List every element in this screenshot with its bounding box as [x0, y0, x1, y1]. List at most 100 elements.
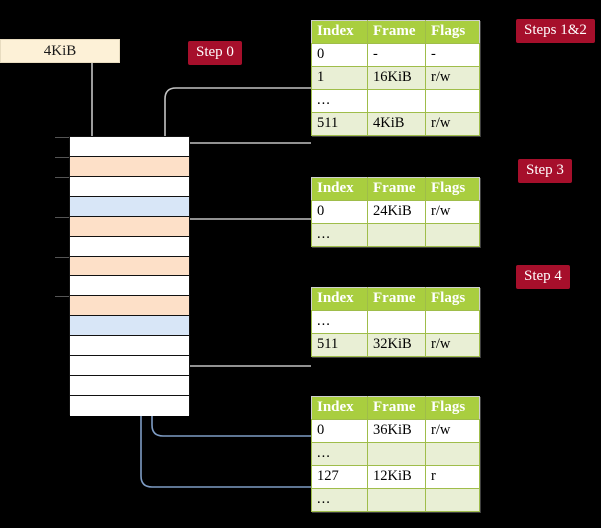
- memory-row: [55, 156, 189, 177]
- column-header-flags: Flags: [425, 396, 480, 420]
- cell-flags: r/w: [425, 333, 480, 357]
- table-row: 0 - -: [311, 43, 480, 67]
- table-row: ...: [311, 310, 480, 334]
- cell-frame: 36KiB: [367, 419, 426, 443]
- memory-row: [55, 296, 189, 317]
- wire-t2-24kib-to-memory: [174, 218, 311, 294]
- cell-frame: 4KiB: [367, 112, 426, 136]
- page-table-level-1: Index Frame Flags 0 36KiB r/w ... 127 12…: [311, 396, 480, 512]
- badge-step-3-label: Step 3: [526, 162, 564, 178]
- cell-frame: 32KiB: [367, 333, 426, 357]
- table-row: ...: [311, 442, 480, 466]
- column-header-frame: Frame: [367, 177, 426, 201]
- memory-tick: [55, 176, 69, 178]
- cell-flags: r/w: [425, 200, 480, 224]
- badge-steps-1-2-label: Steps 1&2: [524, 22, 587, 38]
- memory-tick: [55, 156, 69, 158]
- table-row: 127 12KiB r: [311, 465, 480, 489]
- cell-index: 0: [311, 200, 368, 224]
- cell-index: ...: [311, 223, 368, 247]
- cell-flags: [425, 488, 480, 512]
- table-row: 1 16KiB r/w: [311, 66, 480, 90]
- cell-index: 127: [311, 465, 368, 489]
- memory-row: [55, 256, 189, 277]
- cell-flags: -: [425, 43, 480, 67]
- column-header-flags: Flags: [425, 20, 480, 44]
- cell-flags: r/w: [425, 66, 480, 90]
- badge-step-0: Step 0: [188, 41, 242, 65]
- column-header-index: Index: [311, 177, 368, 201]
- memory-tick: [55, 137, 69, 138]
- badge-step-0-label: Step 0: [196, 44, 234, 60]
- cell-frame: 24KiB: [367, 200, 426, 224]
- cell-flags: r: [425, 465, 480, 489]
- memory-tick: [55, 256, 69, 258]
- table-header-row: Index Frame Flags: [311, 177, 480, 201]
- table-row: ...: [311, 89, 480, 113]
- memory-row: [70, 356, 189, 377]
- table-header-row: Index Frame Flags: [311, 287, 480, 311]
- memory-tick: [55, 296, 69, 298]
- memory-tick: [55, 216, 69, 218]
- cell-index: ...: [311, 89, 368, 113]
- cell-index: 1: [311, 66, 368, 90]
- memory-row: [55, 176, 189, 197]
- frame-4kib-box: 4KiB: [0, 39, 120, 63]
- column-header-flags: Flags: [425, 177, 480, 201]
- table-row: 0 36KiB r/w: [311, 419, 480, 443]
- cell-flags: r/w: [425, 112, 480, 136]
- memory-row: [55, 216, 189, 237]
- memory-row: [70, 395, 189, 416]
- cell-index: 511: [311, 333, 368, 357]
- badge-step-4-label: Step 4: [524, 268, 562, 284]
- cell-frame: -: [367, 43, 426, 67]
- memory-row: [70, 336, 189, 357]
- cell-index: 0: [311, 419, 368, 443]
- page-table-level-4: Index Frame Flags 0 - - 1 16KiB r/w ... …: [311, 20, 480, 136]
- cell-frame: [367, 488, 426, 512]
- column-header-index: Index: [311, 287, 368, 311]
- cell-frame: 12KiB: [367, 465, 426, 489]
- cell-flags: [425, 89, 480, 113]
- column-header-frame: Frame: [367, 20, 426, 44]
- cell-frame: 16KiB: [367, 66, 426, 90]
- badge-step-4: Step 4: [516, 265, 570, 289]
- memory-row: [70, 276, 189, 297]
- table-header-row: Index Frame Flags: [311, 20, 480, 44]
- memory-row: [70, 316, 189, 337]
- cell-frame: [367, 442, 426, 466]
- page-table-level-2: Index Frame Flags ... 511 32KiB r/w: [311, 287, 480, 357]
- table-row: 511 4KiB r/w: [311, 112, 480, 136]
- memory-row: [55, 137, 189, 157]
- column-header-flags: Flags: [425, 287, 480, 311]
- cell-frame: [367, 223, 426, 247]
- table-header-row: Index Frame Flags: [311, 396, 480, 420]
- cell-index: ...: [311, 310, 368, 334]
- wire-t3-32kib-to-memory: [174, 328, 311, 367]
- memory-row: [70, 376, 189, 396]
- column-header-frame: Frame: [367, 396, 426, 420]
- cell-index: ...: [311, 442, 368, 466]
- page-table-level-3: Index Frame Flags 0 24KiB r/w ...: [311, 177, 480, 247]
- cell-frame: [367, 89, 426, 113]
- cell-flags: [425, 223, 480, 247]
- table-row: 0 24KiB r/w: [311, 200, 480, 224]
- physical-memory-column: [55, 136, 190, 416]
- cell-index: 511: [311, 112, 368, 136]
- column-header-index: Index: [311, 396, 368, 420]
- table-row: 511 32KiB r/w: [311, 333, 480, 357]
- cell-index: ...: [311, 488, 368, 512]
- badge-step-3: Step 3: [518, 159, 572, 183]
- frame-4kib-label: 4KiB: [43, 42, 77, 59]
- column-header-index: Index: [311, 20, 368, 44]
- wire-t1-4kib-to-memory: [163, 142, 311, 154]
- cell-index: 0: [311, 43, 368, 67]
- memory-row: [70, 196, 189, 217]
- cell-flags: r/w: [425, 419, 480, 443]
- memory-row: [70, 236, 189, 257]
- cell-frame: [367, 310, 426, 334]
- table-row: ...: [311, 223, 480, 247]
- cell-flags: [425, 442, 480, 466]
- table-row: ...: [311, 488, 480, 512]
